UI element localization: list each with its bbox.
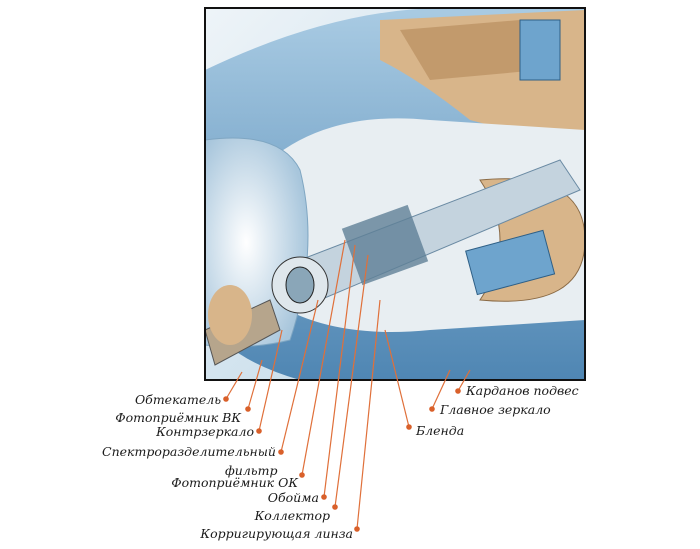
leader-kardanov-podves (457, 369, 471, 392)
label-kardanov-podves: Карданов подвес (466, 383, 579, 398)
label-kollektor: Коллектор (254, 508, 330, 523)
leader-blenda (384, 329, 410, 428)
label-korr-linza: Корригирующая линза (200, 526, 353, 541)
leader-fotopriemnik-vk (247, 359, 263, 410)
leader-obtekatel (225, 371, 243, 400)
leader-korr-linza (356, 299, 381, 530)
label-spektr-filter-line1: Спектроразделительный (102, 444, 276, 459)
label-kontrzerkalo: Контрзеркало (156, 424, 254, 439)
leader-kontrzerkalo (258, 329, 283, 432)
leader-spektr-filter (280, 299, 319, 453)
label-obtekatel: Обтекатель (134, 392, 221, 407)
label-blenda: Бленда (416, 423, 465, 438)
label-glavnoe-zerkalo: Главное зеркало (440, 402, 551, 417)
illustration-frame (204, 7, 586, 381)
label-fotopriemnik-ok: Фотоприёмник ОК (171, 475, 298, 490)
leader-lines (225, 239, 471, 530)
label-oboima: Обойма (267, 490, 319, 505)
leader-fotopriemnik-ok (301, 239, 346, 476)
illustration-body (205, 8, 585, 380)
label-fotopriemnik-vk: Фотоприёмник ВК (115, 410, 241, 425)
leader-oboima (323, 244, 356, 498)
label-spektr-filter-line2: фильтр (225, 463, 278, 478)
leader-glavnoe-zerkalo (431, 369, 451, 410)
leader-dots (223, 388, 461, 532)
leader-kollektor (334, 254, 369, 508)
